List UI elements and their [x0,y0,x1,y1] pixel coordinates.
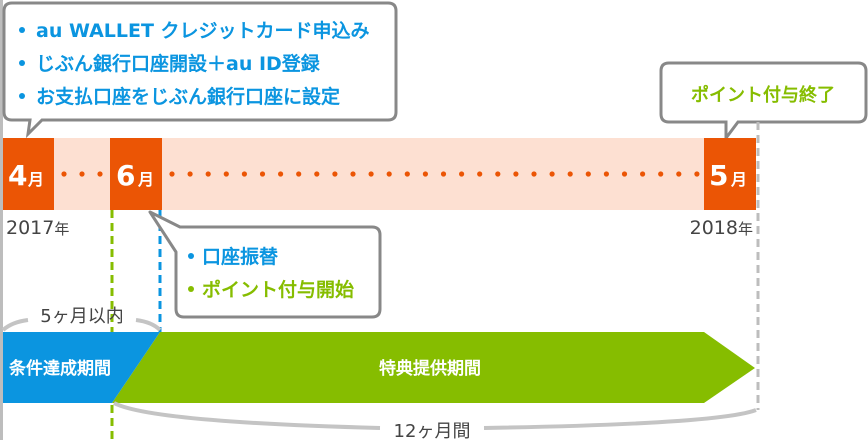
month-number: 6 [116,159,135,192]
bullet-icon [188,286,194,292]
timeline-dot [567,171,573,177]
bullet-icon [19,60,25,66]
timeline-dot [495,171,501,177]
timeline-dot [531,171,537,177]
timeline-dot [241,171,247,177]
timeline-dot [314,171,320,177]
month-number: 4 [8,159,27,192]
benefit-span-label: 12ヶ月間 [394,421,471,440]
end-year: 2018年 [690,217,753,239]
condition-span-label: 5ヶ月以内 [40,306,123,327]
timeline-dot [459,171,465,177]
timeline-dot [205,171,211,177]
month-unit: 月 [137,170,154,189]
left-edge-line [0,0,3,440]
timeline-dot [640,171,646,177]
condition-span-arc-right [135,318,162,332]
condition-period-label: 条件達成期間 [8,358,111,379]
timeline-dot [187,171,193,177]
timeline-dot [79,171,85,177]
timeline-dot [259,171,266,177]
timeline-dot [169,171,175,177]
requirement-item: au WALLET クレジットカード申込み [36,19,370,42]
timeline-dot [477,171,483,177]
timeline-dots [61,171,700,177]
point-start-item: ポイント付与開始 [202,278,354,301]
condition-period-bar [3,332,160,403]
bullet-icon [188,253,194,259]
bullet-icon [19,93,25,99]
timeline-dot [404,171,410,177]
condition-span-arc-left [1,318,29,332]
timeline-dot [694,171,700,177]
requirement-item: じぶん銀行口座開設＋au ID登録 [36,52,321,75]
month-box-june: 6 月 [110,138,162,210]
timeline-dot [440,171,447,177]
month-unit: 月 [27,170,44,189]
timeline-dot [97,171,103,177]
timeline-dot [332,171,338,177]
transfer-start-bubble: 口座振替 ポイント付与開始 [148,210,382,319]
transfer-item: 口座振替 [202,245,279,268]
month-box-may: 5 月 [704,138,756,210]
timeline-dot [658,171,664,177]
timeline-dot [368,171,374,177]
timeline-dot [278,171,284,177]
month-unit: 月 [730,170,747,189]
timeline-dot [676,171,682,177]
benefit-period-arrow [112,332,755,403]
month-number: 5 [709,159,728,192]
benefit-span-arc-left [113,401,381,430]
timeline-dot [223,171,229,177]
timeline-dot [621,171,628,177]
bullet-icon [19,27,25,33]
month-box-april: 4 月 [3,138,54,210]
start-year: 2017年 [6,217,69,239]
timeline-dot [513,171,519,177]
timeline-dot [603,171,610,177]
point-end-text: ポイント付与終了 [691,84,835,106]
timeline-dot [422,171,428,177]
timeline-dot [585,171,591,177]
benefit-span-arc-right [483,408,757,430]
timeline-dot [296,171,302,177]
timeline-dot [350,171,356,177]
timeline-dot [386,171,392,177]
requirement-item: お支払口座をじぶん銀行口座に設定 [36,85,340,108]
timeline-dot [549,171,555,177]
benefit-period-label: 特典提供期間 [379,358,481,379]
point-end-bubble: ポイント付与終了 [659,61,868,143]
timeline-dot [61,171,67,177]
requirements-bubble: au WALLET クレジットカード申込み じぶん銀行口座開設＋au ID登録 … [2,1,398,139]
